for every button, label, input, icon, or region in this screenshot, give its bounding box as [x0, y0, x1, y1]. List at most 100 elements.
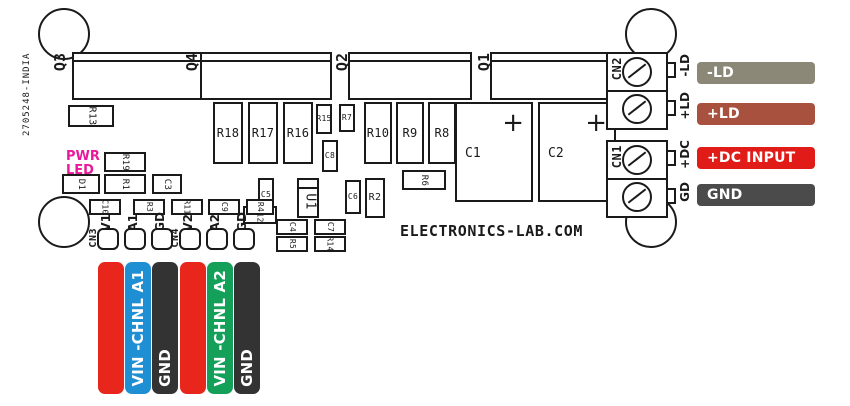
ic-u1-body: U1	[297, 178, 319, 218]
refdes-r6: R6	[419, 174, 430, 186]
cn1-tab-top	[666, 150, 676, 166]
callout-plus-dc-input: +DC INPUT	[697, 147, 815, 169]
channel-strip-a1-vcc	[98, 262, 124, 394]
refdes-c9: C9	[219, 201, 229, 213]
refdes-r8: R8	[434, 126, 450, 140]
resistor-r8: R8	[428, 102, 456, 164]
channel-strip-a1-gnd-label: GND	[156, 349, 174, 387]
callout-gnd: GND	[697, 184, 815, 206]
channel-strip-a1-gnd: GND	[152, 262, 178, 394]
capacitor-c4: C4	[276, 219, 308, 235]
cn4-pad-v2	[179, 228, 201, 250]
refdes-r4: R4	[255, 201, 265, 213]
resistor-r4: R4	[246, 199, 274, 215]
pwr-led-line2: LED	[66, 162, 94, 178]
pwr-led-annotation: PWR LED	[66, 150, 100, 177]
refdes-c6: C6	[347, 192, 359, 201]
cn2-screw-bottom	[622, 94, 652, 124]
channel-strip-a2-gnd-label: GND	[238, 349, 256, 387]
resistor-r9: R9	[396, 102, 424, 164]
mounting-hole-top-right	[625, 8, 677, 60]
callout-plus-ld-label: +LD	[707, 106, 740, 122]
refdes-r18: R18	[216, 126, 240, 140]
capacitor-c2-body: + C2	[538, 102, 616, 202]
resistor-r6: R6	[402, 170, 446, 190]
refdes-r13: R13	[86, 106, 97, 126]
refdes-r7: R7	[341, 113, 353, 122]
refdes-c2: C2	[548, 146, 564, 161]
capacitor-c9: C9	[208, 199, 240, 215]
refdes-cn2: CN2	[610, 57, 624, 81]
capacitor-c2-polarity: +	[585, 108, 607, 138]
cn2-screw-top	[622, 57, 652, 87]
callout-minus-ld-label: -LD	[707, 65, 734, 81]
capacitor-c3: C3	[152, 174, 182, 194]
refdes-r1: R1	[120, 178, 131, 190]
resistor-r1: R1	[104, 174, 146, 194]
refdes-r2: R2	[368, 192, 382, 203]
refdes-r14: R14	[325, 236, 335, 252]
cn2-pin-plus-ld-label: +LD	[678, 92, 692, 120]
refdes-d1: D1	[76, 178, 87, 190]
refdes-r9: R9	[402, 126, 418, 140]
refdes-c4: C4	[287, 221, 297, 233]
callout-gnd-label: GND	[707, 187, 743, 203]
capacitor-c1-polarity: +	[502, 108, 524, 138]
capacitor-c8: C8	[322, 140, 338, 172]
channel-strip-a2-vcc	[180, 262, 206, 394]
refdes-c3: C3	[162, 178, 173, 190]
refdes-c10: C10	[100, 199, 110, 215]
refdes-q4: Q4	[183, 53, 201, 72]
refdes-c5: C5	[260, 190, 272, 199]
cn4-pad-a2	[206, 228, 228, 250]
channel-strip-a2-gnd: GND	[234, 262, 260, 394]
cn3-pad-a1	[124, 228, 146, 250]
refdes-q1: Q1	[475, 53, 493, 72]
mounting-hole-bottom-left	[38, 196, 90, 248]
mounting-hole-top-left	[38, 8, 90, 60]
cn1-screw-bottom	[622, 182, 652, 212]
cn1-pin-gd-label: GD	[678, 182, 692, 202]
refdes-r11: R11	[182, 199, 192, 215]
resistor-r17: R17	[248, 102, 278, 164]
brand-text: ELECTRONICS-LAB.COM	[400, 222, 583, 240]
refdes-r3: R3	[144, 201, 154, 213]
resistor-r3: R3	[133, 199, 165, 215]
capacitor-c7: C7	[314, 219, 346, 235]
resistor-r5: R5	[276, 236, 308, 252]
diode-d1: D1	[62, 174, 100, 194]
channel-strip-a1-vin: VIN -CHNL A1	[125, 262, 151, 394]
capacitor-c6: C6	[345, 180, 361, 214]
refdes-u1: U1	[302, 193, 318, 210]
refdes-r17: R17	[251, 126, 275, 140]
cn4-pad-gd	[233, 228, 255, 250]
manufacturer-code: 2705248-INDIA	[22, 52, 32, 136]
transistor-q1-body	[490, 52, 610, 100]
cn1-tab-bottom	[666, 188, 676, 204]
refdes-q2: Q2	[333, 53, 351, 72]
resistor-r10: R10	[364, 102, 392, 164]
refdes-r5: R5	[287, 238, 297, 250]
cn1-pin-plus-dc-label: +DC	[678, 140, 692, 169]
resistor-r14: R14	[314, 236, 346, 252]
callout-plus-ld: +LD	[697, 103, 815, 125]
capacitor-c10: C10	[89, 199, 121, 215]
refdes-c7: C7	[325, 221, 335, 233]
channel-strip-a2-vin: VIN -CHNL A2	[207, 262, 233, 394]
callout-plus-dc-input-label: +DC INPUT	[707, 150, 796, 166]
refdes-r16: R16	[286, 126, 310, 140]
cn3-pad-v1	[97, 228, 119, 250]
pwr-led-line1: PWR	[66, 149, 100, 164]
cn1-screw-top	[622, 145, 652, 175]
resistor-r13: R13	[68, 105, 114, 127]
resistor-r15: R15	[316, 104, 332, 134]
transistor-q4-body	[200, 52, 332, 100]
capacitor-c1-body: + C1	[455, 102, 533, 202]
refdes-r15: R15	[316, 114, 332, 123]
channel-strip-a2-vin-label: VIN -CHNL A2	[211, 270, 229, 387]
resistor-r16: R16	[283, 102, 313, 164]
resistor-r11: R11	[171, 199, 203, 215]
refdes-r10: R10	[366, 126, 390, 140]
resistor-r7: R7	[339, 104, 355, 132]
cn2-pin-minus-ld-label: -LD	[678, 54, 692, 77]
